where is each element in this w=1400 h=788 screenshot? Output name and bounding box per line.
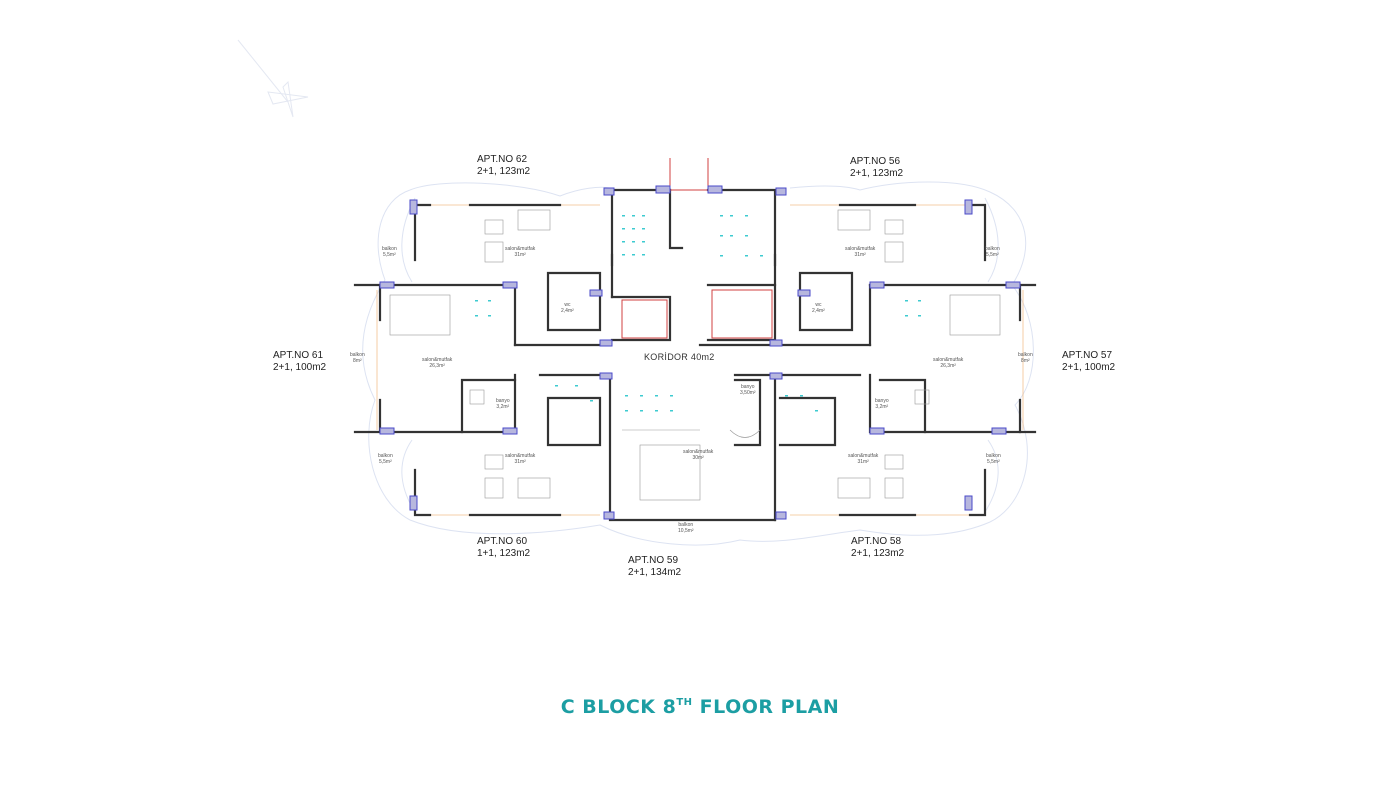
apartment-number: APT.NO 58: [851, 536, 902, 547]
room-text: 3,2m²: [875, 404, 889, 410]
room-text: 5,5m²: [985, 252, 999, 258]
apartment-number: APT.NO 59: [628, 555, 679, 566]
title-superscript: TH: [676, 697, 693, 708]
room-text: balkon: [986, 453, 1001, 459]
room-text: 8m²: [353, 358, 362, 364]
room-text: 2,4m²: [812, 308, 825, 314]
room-text: 26,3m²: [429, 363, 445, 369]
apartment-number: APT.NO 62: [477, 154, 528, 165]
room-text: balkon: [985, 246, 1000, 252]
apartment-number: APT.NO 56: [850, 156, 901, 167]
apartment-label-57: APT.NO 57 2+1, 100m2: [1062, 350, 1115, 374]
apartment-info: 2+1, 123m2: [850, 168, 904, 179]
room-text: salon&mutfak: [505, 453, 536, 459]
room-text: 5,5m²: [378, 459, 392, 465]
room-text: salon&mutfak: [933, 357, 964, 363]
interior-furniture: [389, 209, 1001, 501]
apartment-label-60: APT.NO 60 1+1, 123m2: [477, 536, 530, 560]
room-text: 31m²: [514, 252, 526, 258]
room-text: salon&mutfak: [683, 449, 714, 455]
room-text: 2,4m²: [561, 308, 574, 314]
apartment-label-62: APT.NO 62 2+1, 123m2: [477, 154, 530, 178]
room-text: 8m²: [1021, 358, 1030, 364]
room-text: 3,50m²: [740, 390, 756, 396]
room-text: banyo: [875, 398, 889, 404]
room-text: 31m²: [854, 252, 866, 258]
apartment-info: 2+1, 100m2: [273, 362, 327, 373]
room-text: balkon: [678, 522, 694, 528]
structural-columns: [379, 185, 1021, 520]
room-text: wc: [815, 302, 822, 308]
ventilation-shaft: [621, 158, 773, 339]
room-text: 3,2m²: [496, 404, 510, 410]
apartment-info: 2+1, 123m2: [851, 548, 905, 559]
plan-title: C BLOCK 8TH FLOOR PLAN: [0, 696, 1400, 718]
room-text: 5,5m²: [382, 252, 396, 258]
room-text: salon&mutfak: [848, 453, 879, 459]
walls: [353, 188, 1037, 522]
room-text: 26,3m²: [940, 363, 956, 369]
apartment-number: APT.NO 61: [273, 350, 324, 361]
stair-markers: [475, 215, 921, 412]
room-text: banyo: [496, 398, 510, 404]
room-text: 31m²: [857, 459, 869, 465]
apartment-info: 1+1, 123m2: [477, 548, 531, 559]
apartment-label-56: APT.NO 56 2+1, 123m2: [850, 156, 903, 180]
room-text: balkon: [350, 352, 365, 358]
corridor-label: KORİDOR 40m2: [644, 352, 715, 362]
compass-icon: [237, 39, 309, 118]
room-text: salon&mutfak: [505, 246, 536, 252]
room-text: banyo: [740, 384, 755, 390]
room-text: 5,5m²: [986, 459, 1000, 465]
apartment-info: 2+1, 134m2: [628, 567, 682, 578]
room-text: salon&mutfak: [845, 246, 876, 252]
room-text: 31m²: [514, 459, 526, 465]
room-text: salon&mutfak: [422, 357, 453, 363]
apartment-number: APT.NO 60: [477, 536, 528, 547]
room-text: balkon: [1018, 352, 1033, 358]
room-text: 10,5m²: [678, 528, 694, 534]
room-text: balkon: [382, 246, 397, 252]
title-suffix: FLOOR PLAN: [699, 696, 840, 718]
apartment-label-61: APT.NO 61 2+1, 100m2: [273, 350, 326, 374]
apartment-info: 2+1, 123m2: [477, 166, 531, 177]
apartment-info: 2+1, 100m2: [1062, 362, 1116, 373]
apartment-label-58: APT.NO 58 2+1, 123m2: [851, 536, 904, 560]
room-text: balkon: [378, 453, 393, 459]
apartment-label-59: APT.NO 59 2+1, 134m2: [628, 555, 681, 579]
apartment-number: APT.NO 57: [1062, 350, 1113, 361]
title-prefix: C BLOCK 8: [560, 696, 677, 718]
room-text: 30m²: [692, 455, 704, 461]
room-text: wc: [564, 302, 571, 308]
